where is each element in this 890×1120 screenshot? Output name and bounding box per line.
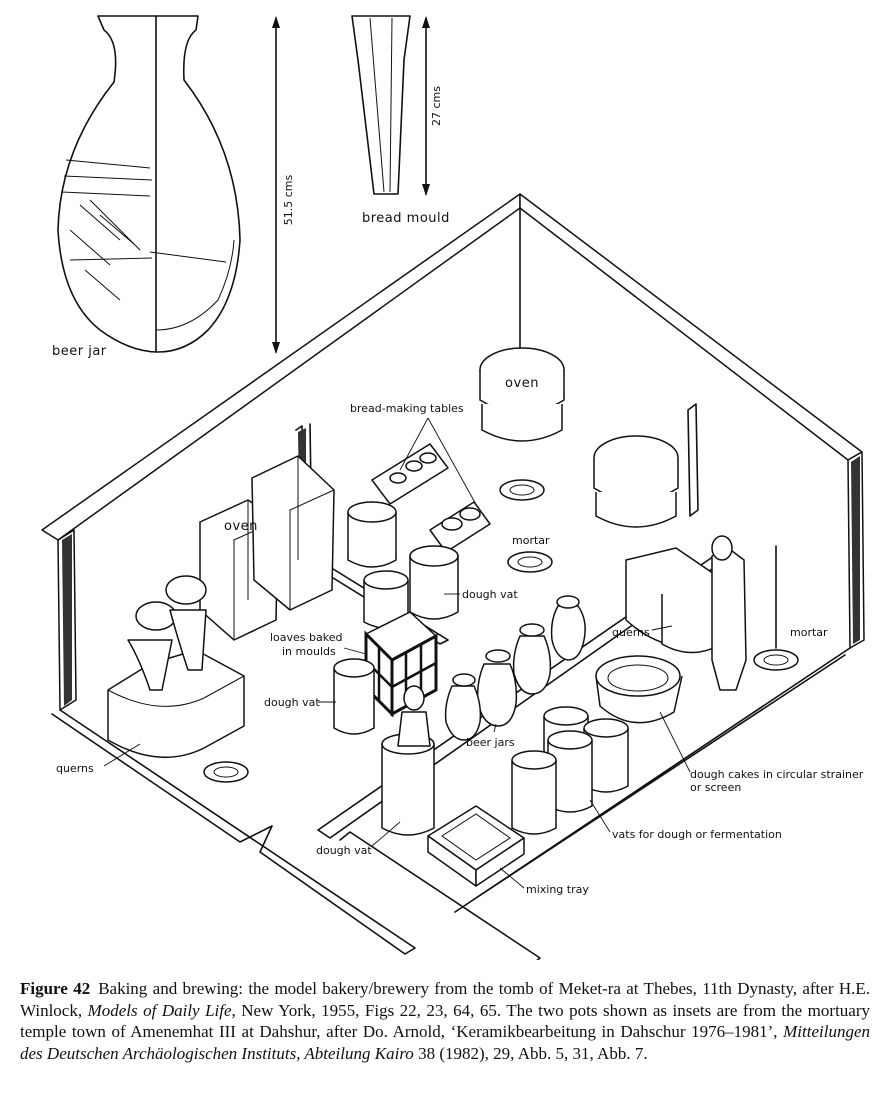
bread-making-tables: bread-making tables	[350, 402, 491, 553]
vats-label: vats for dough or fermentation	[612, 828, 782, 841]
loaves-label-1: loaves baked	[270, 631, 342, 644]
floor-ring-left	[203, 761, 249, 783]
loaves-label-2: in moulds	[282, 645, 336, 658]
beer-jars: beer jars	[444, 595, 586, 749]
dough-vat-bottom-label: dough vat	[316, 844, 372, 857]
right-oven	[593, 435, 679, 528]
querns-left-label: querns	[56, 762, 94, 775]
mould-height-label: 27 cms	[430, 86, 443, 126]
caption-italic-1: Models of Daily Life	[87, 1000, 232, 1020]
caption-text-2: , New York, 1955, Figs 22, 23, 64, 65. T…	[20, 1000, 870, 1042]
beer-jars-label: beer jars	[466, 736, 515, 749]
querns-right-label: querns	[612, 626, 650, 639]
bread-mould-label: bread mould	[362, 211, 450, 226]
left-oven-label: oven	[224, 519, 258, 534]
dough-vat-left: dough vat	[264, 658, 375, 735]
back-oven: oven	[479, 347, 565, 442]
left-querns-workers: querns	[56, 575, 245, 775]
circular-strainer: dough cakes in circular strainer or scre…	[595, 655, 864, 794]
mixing-tray-label: mixing tray	[526, 883, 589, 896]
mortar-top-label: mortar	[512, 534, 550, 547]
fermentation-vats: vats for dough or fermentation	[511, 706, 782, 841]
mixing-tray: mixing tray	[427, 805, 589, 896]
back-oven-label: oven	[505, 376, 539, 391]
right-querns-worker: querns mortar	[612, 535, 828, 691]
mould-height-dimension: 27 cms	[422, 16, 443, 196]
strainer-label-1: dough cakes in circular strainer	[690, 768, 864, 781]
jar-height-dimension: 51.5 cms	[272, 16, 295, 354]
strainer-label-2: or screen	[690, 781, 741, 794]
mortar-right-label: mortar	[790, 626, 828, 639]
bread-tables-label: bread-making tables	[350, 402, 464, 415]
left-ovens: oven	[199, 455, 335, 641]
bread-mould-drawing: bread mould	[351, 15, 450, 226]
dough-vat-bottom: dough vat	[316, 685, 435, 857]
beer-jar-label: beer jar	[52, 344, 107, 359]
mortar-top: mortar	[499, 479, 553, 573]
dough-vat-left-label: dough vat	[264, 696, 320, 709]
center-vats: dough vat	[347, 501, 518, 629]
figure-number: Figure 42	[20, 979, 91, 998]
beer-jar-drawing: beer jar	[52, 15, 241, 359]
bakery-diagram: beer jar 51.5 cms bread mould 27 cms	[41, 15, 865, 960]
caption-text-3: 38 (1982), 29, Abb. 5, 31, Abb. 7.	[413, 1043, 648, 1063]
caption-italic-2: Mitteilungen des Deutschen Archäologisch…	[20, 1022, 870, 1063]
jar-height-label: 51.5 cms	[282, 174, 295, 225]
caption-text-1: Baking and brewing: the model bakery/bre…	[20, 979, 870, 1020]
room-walls	[41, 193, 865, 960]
dough-vat-center-label: dough vat	[462, 588, 518, 601]
